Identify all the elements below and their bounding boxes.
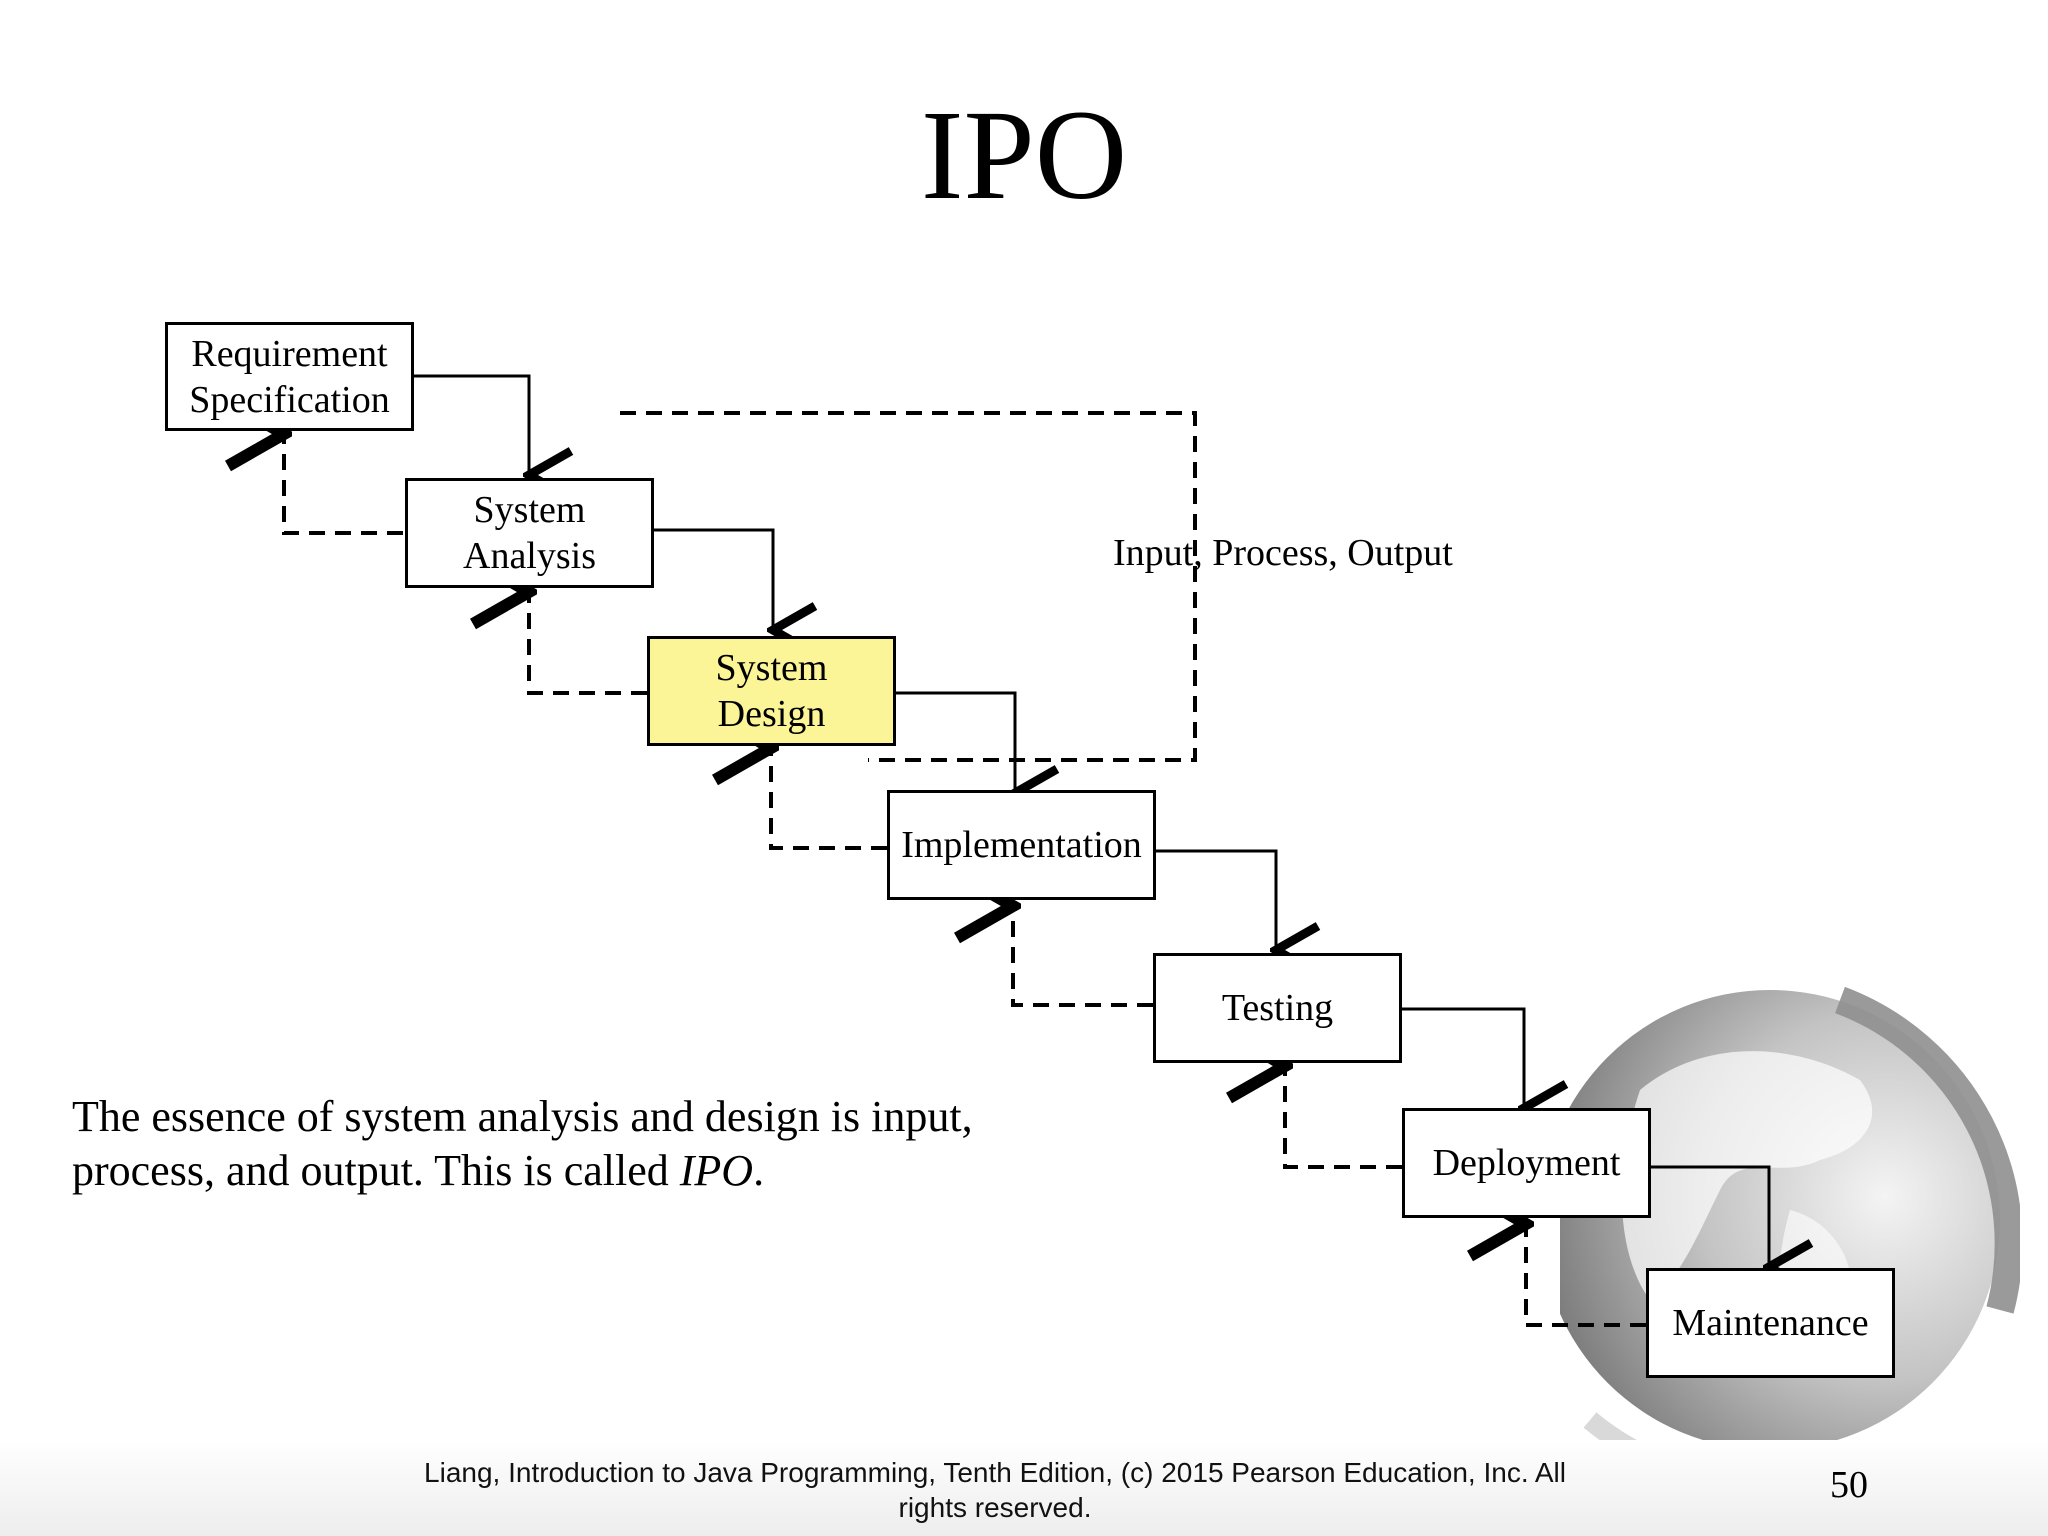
page-number: 50 <box>1830 1464 1868 1506</box>
footer-line-1: Liang, Introduction to Java Programming,… <box>424 1457 1566 1488</box>
essence-line-1: The essence of system analysis and desig… <box>72 1092 973 1141</box>
slide-title: IPO <box>920 84 1128 226</box>
feedback-arrow-testing-implementation <box>1013 906 1153 1007</box>
stage-label: Analysis <box>463 535 596 577</box>
essence-line-2: process, and output. This is called <box>72 1146 680 1195</box>
stage-implementation: Implementation <box>887 790 1156 900</box>
essence-period: . <box>753 1146 765 1195</box>
flow-arrow-design-implementation <box>894 691 1015 793</box>
stage-label: Testing <box>1221 987 1334 1029</box>
stage-label: Implementation <box>901 824 1142 866</box>
stage-label: Deployment <box>1432 1142 1621 1184</box>
stage-testing: Testing <box>1153 953 1402 1063</box>
flow-arrow-deployment-maintenance <box>1649 1165 1769 1267</box>
stage-label: System <box>715 647 828 689</box>
footer-bar <box>0 1440 2048 1536</box>
essence-text: The essence of system analysis and desig… <box>72 1090 1072 1198</box>
feedback-arrow-maintenance-deployment <box>1526 1224 1646 1327</box>
ipo-bracket <box>620 411 1197 762</box>
stage-label: Design <box>717 693 826 735</box>
feedback-arrow-design-analysis <box>529 592 647 695</box>
stage-deployment: Deployment <box>1402 1108 1651 1218</box>
flow-arrow-testing-deployment <box>1400 1007 1524 1108</box>
stage-label: Maintenance <box>1672 1302 1869 1344</box>
flow-arrow-implementation-testing <box>1155 849 1276 950</box>
feedback-arrow-deployment-testing <box>1285 1066 1402 1169</box>
stage-label: System <box>473 489 586 531</box>
stage-maintenance: Maintenance <box>1646 1268 1895 1378</box>
stage-label: Specification <box>189 378 390 421</box>
feedback-arrow-implementation-design <box>771 748 887 850</box>
stage-label: Requirement <box>191 332 388 375</box>
flow-arrow-requirement-analysis <box>411 374 529 475</box>
footer-copyright: Liang, Introduction to Java Programming,… <box>400 1455 1590 1525</box>
ipo-label: Input, Process, Output <box>1113 532 1453 574</box>
feedback-arrow-analysis-requirement <box>284 434 403 535</box>
flow-arrow-analysis-design <box>651 528 773 630</box>
footer-line-2: rights reserved. <box>898 1492 1092 1523</box>
essence-ipo-term: IPO <box>679 1146 754 1195</box>
